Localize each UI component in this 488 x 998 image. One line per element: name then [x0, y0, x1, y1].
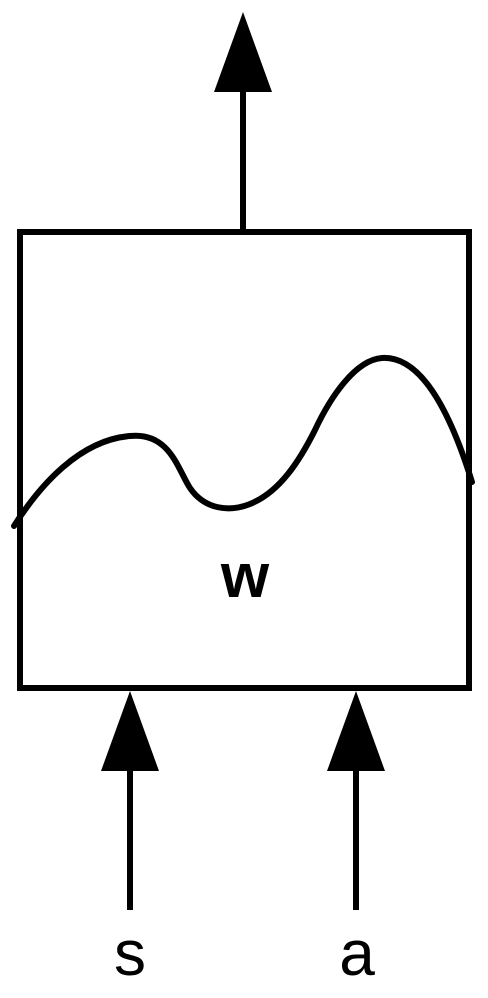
input-label-a: a	[339, 917, 375, 989]
input-arrow-s	[101, 691, 159, 910]
function-block	[17, 229, 472, 691]
block-label: w	[220, 542, 270, 611]
output-arrow	[214, 12, 272, 232]
function-curve	[11, 354, 475, 529]
input-arrow-a	[327, 691, 385, 910]
input-label-s: s	[114, 917, 146, 989]
